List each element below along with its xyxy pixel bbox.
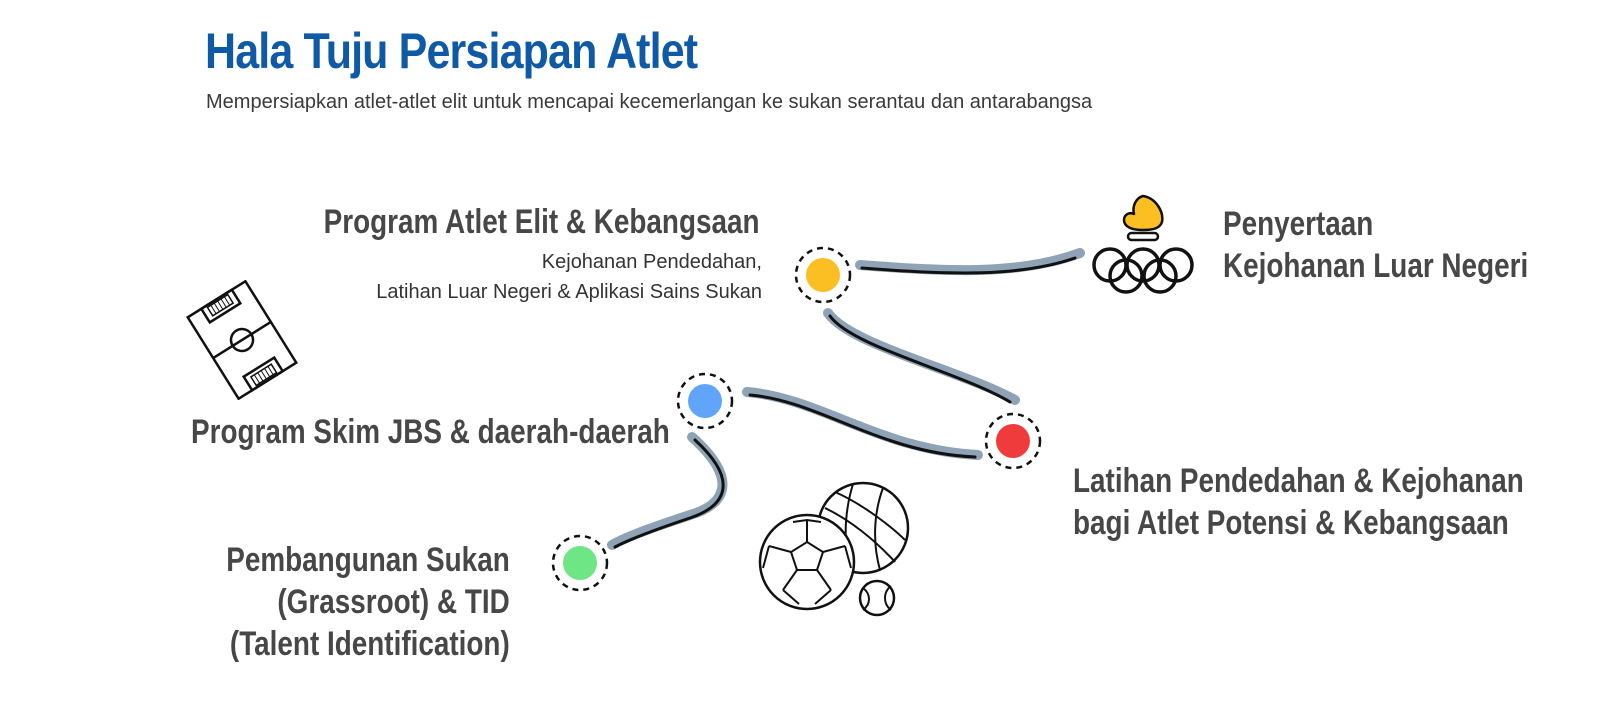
stage-grassroot-line1: Pembangunan Sukan: [226, 541, 510, 579]
stage-luar-negeri-line2: Kejohanan Luar Negeri: [1223, 247, 1529, 285]
node-latihan: [984, 412, 1042, 470]
node-grassroot: [551, 534, 609, 592]
stage-elit-sub-line2: Latihan Luar Negeri & Aplikasi Sains Suk…: [376, 281, 762, 303]
page-title: Hala Tuju Persiapan Atlet: [205, 23, 698, 79]
stage-grassroot-line3: (Talent Identification): [230, 625, 510, 663]
stage-elit-title: Program Atlet Elit & Kebangsaan: [324, 203, 760, 241]
stage-elit-description: Kejohanan Pendedahan, Latihan Luar Neger…: [376, 247, 762, 307]
page-subtitle: Mempersiapkan atlet-atlet elit untuk men…: [206, 91, 1093, 113]
stage-grassroot-line2: (Grassroot) & TID: [277, 583, 510, 621]
sports-balls-icon: [758, 481, 910, 617]
olympic-torch-icon: [1092, 194, 1194, 294]
stage-luar-negeri-title: Penyertaan Kejohanan Luar Negeri: [1223, 203, 1528, 287]
stage-latihan-line1: Latihan Pendedahan & Kejohanan: [1073, 462, 1524, 500]
stage-latihan-title: Latihan Pendedahan & Kejohanan bagi Atle…: [1073, 460, 1524, 544]
stage-latihan-line2: bagi Atlet Potensi & Kebangsaan: [1073, 504, 1509, 542]
football-field-icon: [186, 280, 298, 400]
stage-elit-sub-line1: Kejohanan Pendedahan,: [541, 251, 762, 273]
node-jbs: [676, 372, 734, 430]
stage-grassroot-title: Pembangunan Sukan (Grassroot) & TID (Tal…: [226, 539, 510, 665]
path-line: [613, 256, 1077, 549]
stage-luar-negeri-line1: Penyertaan: [1223, 205, 1374, 243]
stage-jbs-title: Program Skim JBS & daerah-daerah: [191, 413, 670, 451]
node-elit: [794, 246, 852, 304]
